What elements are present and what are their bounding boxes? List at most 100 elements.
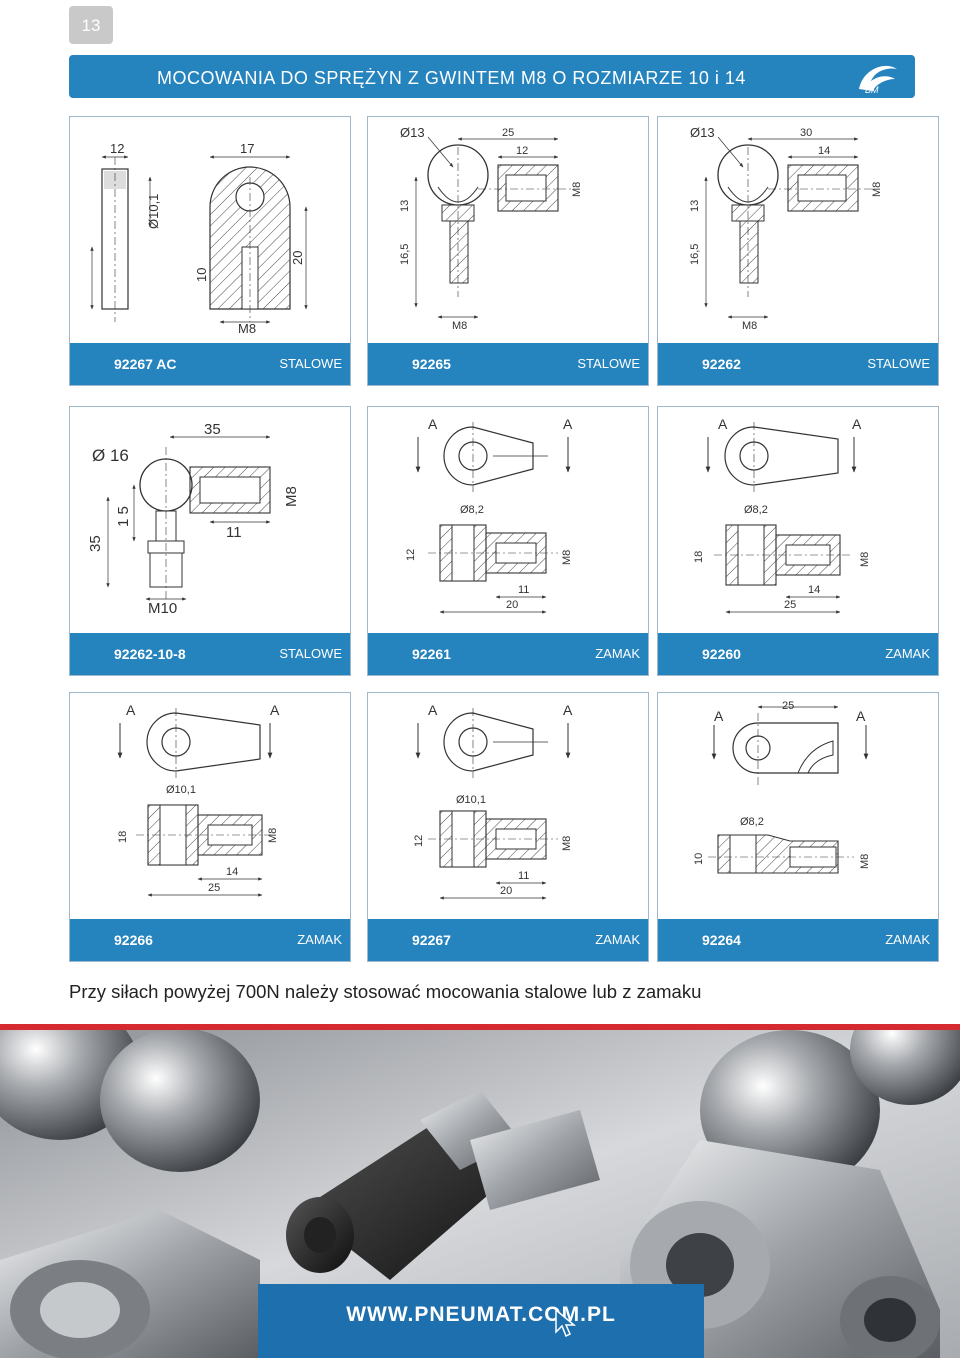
dim-label: M8	[859, 854, 871, 869]
product-card-9[interactable]: A A 25 Ø8,2 10 M8 92264 ZAMAK	[657, 692, 939, 962]
dim-label: Ø10,1	[166, 784, 196, 796]
dim-label: 11	[518, 870, 529, 882]
dim-label: Ø13	[690, 125, 715, 140]
dim-label: 11	[226, 524, 242, 541]
dim-label: 13	[399, 200, 411, 212]
section-marker: A	[714, 708, 724, 724]
technical-drawing-92261: A A Ø8,2 12 M8 11 20	[405, 416, 573, 614]
dim-label: Ø8,2	[460, 504, 484, 516]
product-label-bar: 92262-10-8 STALOWE	[70, 633, 350, 675]
dim-label: 18	[117, 831, 129, 843]
technical-drawing-92264: A A 25 Ø8,2 10 M8	[693, 700, 871, 874]
technical-drawing-92267: A A Ø10,1 12 M8 11 20	[413, 702, 573, 900]
dim-label: 14	[818, 145, 830, 157]
dim-label: M8	[859, 552, 871, 567]
dim-label: 35	[87, 535, 104, 552]
dim-label: M8	[571, 182, 583, 197]
product-material: STALOWE	[577, 356, 640, 371]
product-code: 92265	[412, 356, 451, 372]
dim-label: M8	[871, 182, 883, 197]
product-code: 92267	[412, 932, 451, 948]
section-marker: A	[428, 702, 438, 718]
dim-label: 10	[693, 853, 705, 865]
product-material: STALOWE	[867, 356, 930, 371]
product-label-bar: 92264 ZAMAK	[658, 919, 938, 961]
dim-label: M8	[452, 320, 467, 332]
dim-label: 16,5	[689, 244, 701, 265]
dim-label: 25	[784, 599, 796, 611]
product-card-2[interactable]: Ø13 25 12 M8 13 16,5 M8 92265 STALOWE	[367, 116, 649, 386]
dim-label: 18	[693, 551, 705, 563]
dim-label: M8	[267, 828, 279, 843]
technical-drawing-92265: Ø13 25 12 M8 13 16,5 M8	[399, 125, 583, 332]
dim-label: 25	[208, 882, 220, 894]
dim-label: 17	[240, 141, 254, 156]
dim-label: M8	[742, 320, 757, 332]
dim-label: 12	[110, 141, 124, 156]
product-material: ZAMAK	[885, 646, 930, 661]
product-card-8[interactable]: A A Ø10,1 12 M8 11 20 92267 ZAMAK	[367, 692, 649, 962]
product-code: 92264	[702, 932, 741, 948]
product-label-bar: 92267 AC STALOWE	[70, 343, 350, 385]
dim-label: 14	[226, 866, 238, 878]
page-number: 13	[69, 6, 113, 44]
dim-label: 20	[500, 885, 512, 897]
dim-label: M10	[148, 600, 177, 617]
product-card-7[interactable]: A A Ø10,1 18 M8 14 25 92266 ZAMAK	[69, 692, 351, 962]
technical-drawing-92262-10-8: Ø 16 35 M8 1 5 35 11 M10	[87, 421, 300, 617]
dim-label: 25	[782, 700, 794, 712]
product-material: STALOWE	[279, 356, 342, 371]
section-marker: A	[852, 416, 862, 432]
dim-label: 35	[204, 421, 221, 438]
dim-label: Ø8,2	[744, 504, 768, 516]
section-marker: A	[563, 702, 573, 718]
product-code: 92266	[114, 932, 153, 948]
product-card-3[interactable]: Ø13 30 14 M8 13 16,5 M8 92262 STALOWE	[657, 116, 939, 386]
technical-drawing-92266: A A Ø10,1 18 M8 14 25	[117, 702, 280, 897]
dim-label: 10	[194, 268, 209, 282]
product-card-6[interactable]: A A Ø8,2 18 M8 14 25 92260 ZAMAK	[657, 406, 939, 676]
section-marker: A	[270, 702, 280, 718]
product-label-bar: 92260 ZAMAK	[658, 633, 938, 675]
dim-label: 13	[689, 200, 701, 212]
product-material: ZAMAK	[595, 646, 640, 661]
dim-label: 12	[405, 549, 417, 561]
technical-drawing-92260: A A Ø8,2 18 M8 14 25	[693, 416, 871, 614]
footnote: Przy siłach powyżej 700N należy stosować…	[69, 981, 702, 1002]
product-material: STALOWE	[279, 646, 342, 661]
dim-label: 25	[502, 127, 514, 139]
dim-label: M8	[283, 486, 300, 507]
product-label-bar: 92267 ZAMAK	[368, 919, 648, 961]
header-bar: MOCOWANIA DO SPRĘŻYN Z GWINTEM M8 O ROZM…	[69, 55, 915, 98]
dim-label: Ø10,1	[456, 794, 486, 806]
product-card-4[interactable]: Ø 16 35 M8 1 5 35 11 M10 92262-10-8 STAL…	[69, 406, 351, 676]
product-material: ZAMAK	[885, 932, 930, 947]
dim-label: M8	[561, 550, 573, 565]
dim-label: 16,5	[399, 244, 411, 265]
dim-label: 20	[290, 251, 305, 265]
product-code: 92262	[702, 356, 741, 372]
product-label-bar: 92266 ZAMAK	[70, 919, 350, 961]
product-card-1[interactable]: 12 Ø10,1 10 17 20 M8 92267 AC STALOWE	[69, 116, 351, 386]
section-marker: A	[718, 416, 728, 432]
cursor-icon	[555, 1308, 577, 1338]
dim-label: 14	[808, 584, 820, 596]
product-code: 92261	[412, 646, 451, 662]
dim-label: 1 5	[115, 506, 132, 527]
product-material: ZAMAK	[595, 932, 640, 947]
website-banner: WWW.PNEUMAT.COM.PL	[258, 1284, 704, 1358]
dim-label: 12	[516, 145, 528, 157]
page-title: MOCOWANIA DO SPRĘŻYN Z GWINTEM M8 O ROZM…	[157, 68, 746, 88]
product-code: 92267 AC	[114, 356, 177, 372]
section-marker: A	[428, 416, 438, 432]
dim-label: M8	[561, 836, 573, 851]
product-material: ZAMAK	[297, 932, 342, 947]
website-link[interactable]: WWW.PNEUMAT.COM.PL	[346, 1303, 616, 1326]
section-marker: A	[126, 702, 136, 718]
dim-label: 11	[518, 584, 529, 596]
dim-label: 20	[506, 599, 518, 611]
product-card-5[interactable]: A A Ø8,2 12 M8 11 20 92261 ZAMAK	[367, 406, 649, 676]
dim-label: Ø 16	[92, 446, 129, 465]
product-label-bar: 92261 ZAMAK	[368, 633, 648, 675]
dim-label: 12	[413, 835, 425, 847]
